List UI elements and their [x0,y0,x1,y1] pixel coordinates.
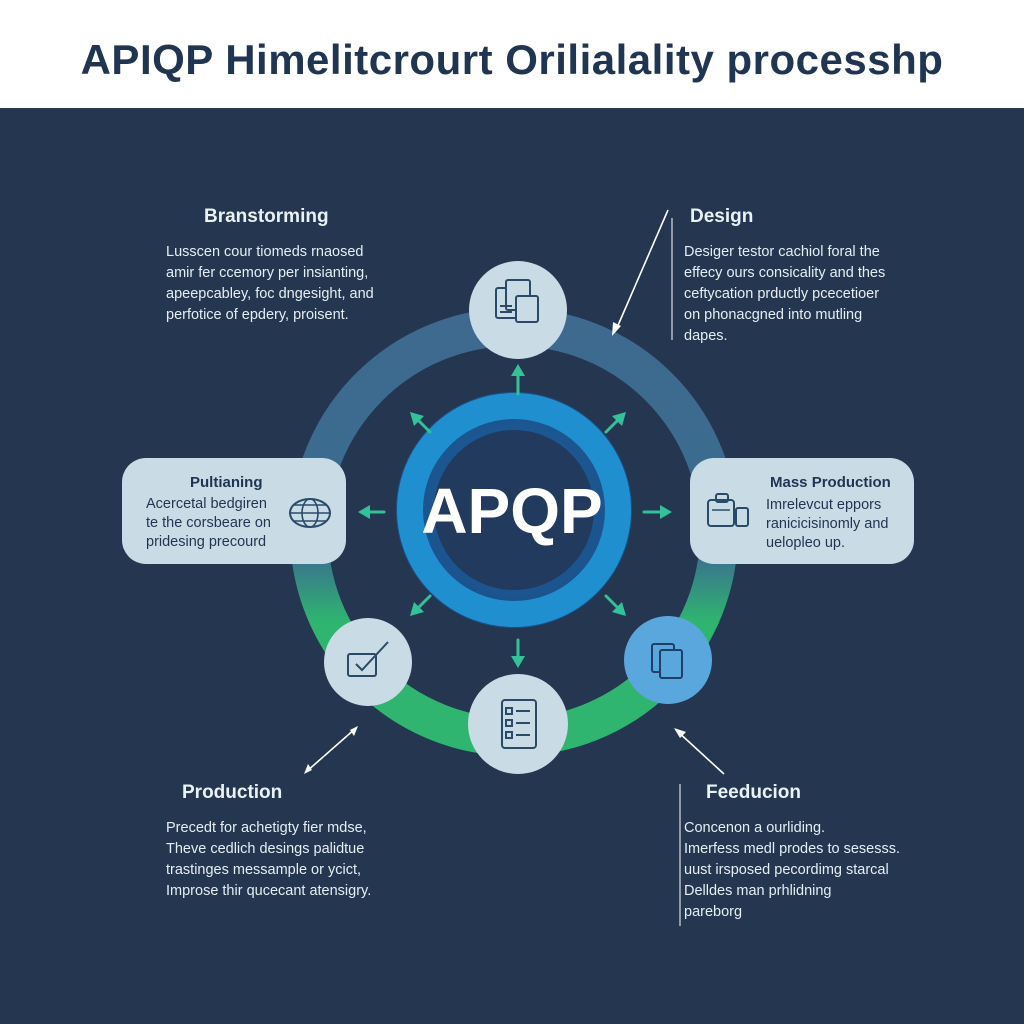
mass-production-heading: Mass Production [770,474,891,491]
globe-icon [289,498,331,528]
production-heading: Production [182,782,283,803]
brainstorming-heading: Branstorming [204,206,329,227]
feedback-heading: Feeducion [706,782,802,803]
node-bottom-left[interactable] [324,618,412,706]
checklist-icon [347,641,389,677]
clipboard-check-icon [501,699,537,749]
page-title: APIQP Himelitcrourt Orilialality process… [80,36,944,83]
documents-icon [495,279,539,323]
production-text: Precedt for achetigty fier mdse, Theve c… [166,820,372,899]
node-bottom-right[interactable] [624,616,712,704]
header-bar: APIQP Himelitcrourt Orilialality process… [0,0,1024,108]
node-planning[interactable] [122,458,346,564]
planning-heading: Pultianing [190,474,263,491]
apqp-center-label: APQP [421,475,603,547]
node-mass-production[interactable] [690,458,914,564]
pointer-lines [304,209,725,926]
mass-production-text: Imrelevcut eppors ranicicisinomly and ue… [766,497,889,551]
brainstorming-text: Lusscen cour tiomeds rnaosed amir fer cc… [166,244,374,323]
planning-text: Acercetal bedgiren te the corsbeare on p… [146,496,271,550]
design-heading: Design [690,206,754,227]
inner-hole [434,430,594,590]
design-text: Desiger testor cachiol foral the effecy … [684,244,886,344]
toolbox-icon [707,493,749,527]
node-bottom[interactable] [468,674,568,774]
node-top[interactable] [469,261,567,359]
inner-ring [397,393,631,627]
copy-docs-icon [651,643,683,679]
radial-arrows [358,364,672,668]
feedback-text: Concenon a ourliding. Imerfess medl prod… [684,820,900,920]
